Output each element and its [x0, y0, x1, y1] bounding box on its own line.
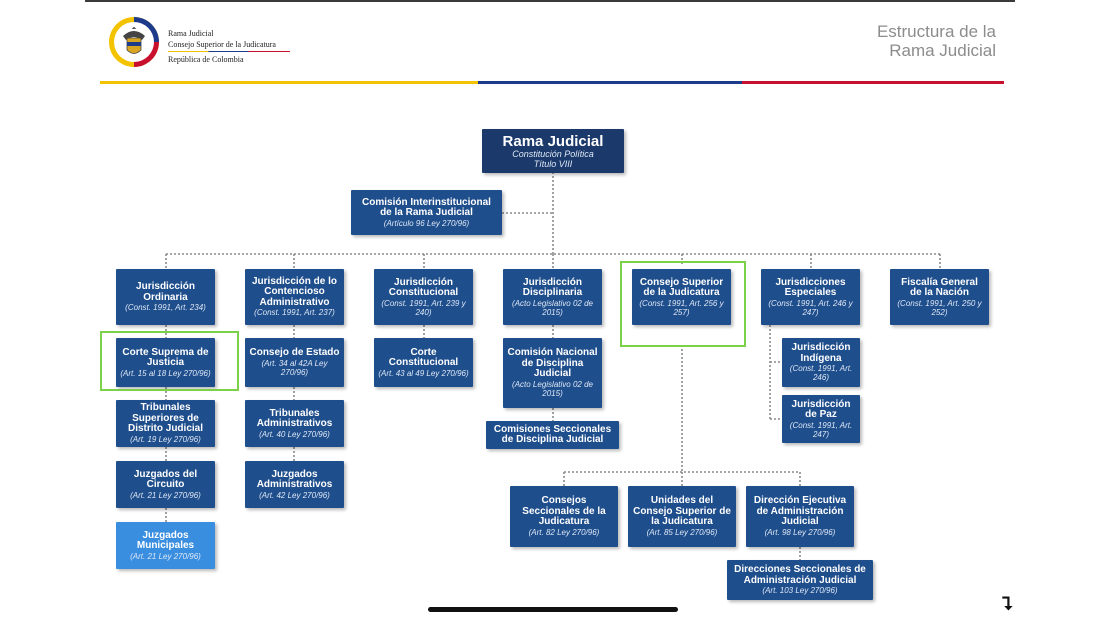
node-subtitle: (Art. 21 Ley 270/96): [130, 490, 201, 500]
node-title: Corte Constitucional: [388, 346, 459, 368]
node-consejo-superior-judicatura: Consejo Superior de la Judicatura (Const…: [632, 269, 731, 325]
node-subtitle: (Const. 1991, Art. 250 y 252): [897, 298, 982, 317]
node-title: Comisión Interinstitucional de la Rama J…: [362, 196, 491, 218]
node-corte-suprema: Corte Suprema de Justicia (Art. 15 al 18…: [116, 338, 215, 387]
node-title: Juzgados Municipales: [136, 529, 195, 551]
node-title: Consejo de Estado: [249, 347, 340, 359]
node-subtitle: (Const. 1991, Art. 237): [254, 308, 335, 318]
node-subtitle: (Acto Legislativo 02 de 2015): [512, 379, 593, 398]
node-direccion-ejecutiva: Dirección Ejecutiva de Administración Ju…: [746, 486, 854, 547]
node-title: Juzgados del Circuito: [133, 468, 198, 490]
node-comision-interinstitucional: Comisión Interinstitucional de la Rama J…: [351, 190, 502, 235]
node-title: Tribunales Administrativos: [256, 407, 333, 429]
node-consejos-seccionales: Consejos Seccionales de la Judicatura (A…: [510, 486, 618, 547]
page-title-line-1: Estructura de la: [876, 22, 996, 41]
org-line-1: Rama Judicial: [168, 29, 214, 38]
node-title: Comisión Nacional de Disciplina Judicial: [507, 347, 598, 380]
flag-color-bar: [100, 81, 1004, 84]
node-direcciones-seccionales: Direcciones Seccionales de Administració…: [727, 560, 873, 600]
node-title: Jurisdicción Disciplinaria: [522, 276, 583, 298]
node-title: Dirección Ejecutiva de Administración Ju…: [753, 495, 847, 528]
node-subtitle: Constitución Política: [512, 149, 594, 159]
node-subtitle: (Art. 34 al 42A Ley 270/96): [261, 358, 328, 377]
flag-underline: [168, 51, 290, 52]
node-subtitle: (Art. 40 Ley 270/96): [259, 429, 330, 439]
node-juzgados-circuito: Juzgados del Circuito (Art. 21 Ley 270/9…: [116, 461, 215, 508]
node-subtitle: (Art. 21 Ley 270/96): [130, 551, 201, 561]
flag-yellow-segment: [100, 81, 478, 84]
node-corte-constitucional: Corte Constitucional (Art. 43 al 49 Ley …: [374, 338, 473, 387]
node-subtitle: (Const. 1991, Art. 239 y 240): [381, 298, 466, 317]
node-subtitle: (Art. 15 al 18 Ley 270/96): [120, 368, 211, 378]
node-tribunales-superiores: Tribunales Superiores de Distrito Judici…: [116, 400, 215, 447]
node-title: Consejo Superior de la Judicatura: [639, 276, 724, 298]
highlight-corte-suprema: [100, 331, 239, 391]
node-comision-nacional-disciplina: Comisión Nacional de Disciplina Judicial…: [503, 338, 602, 408]
node-title: Rama Judicial: [502, 133, 604, 150]
node-subtitle: (Art. 82 Ley 270/96): [528, 527, 600, 537]
node-jurisdicciones-especiales: Jurisdicciones Especiales (Const. 1991, …: [761, 269, 860, 325]
node-title: Tribunales Superiores de Distrito Judici…: [127, 402, 203, 435]
home-indicator: [428, 607, 678, 612]
node-subtitle: (Art. 19 Ley 270/96): [130, 434, 201, 444]
flag-blue-segment: [478, 81, 742, 84]
node-jurisdiccion-contencioso: Jurisdicción de lo Contencioso Administr…: [245, 269, 344, 325]
node-subtitle: (Const. 1991, Art. 256 y 257): [639, 298, 724, 317]
node-jurisdiccion-indigena: Jurisdicción Indígena (Const. 1991, Art.…: [782, 338, 860, 387]
node-title: Juzgados Administrativos: [256, 468, 333, 490]
node-title: Fiscalía General de la Nación: [901, 276, 978, 298]
node-subtitle: (Const. 1991, Art. 247): [789, 420, 853, 439]
node-jurisdiccion-constitucional: Jurisdicción Constitucional (Const. 1991…: [374, 269, 473, 325]
node-jurisdiccion-de-paz: Jurisdicción de Paz (Const. 1991, Art. 2…: [782, 395, 860, 443]
node-jurisdiccion-disciplinaria: Jurisdicción Disciplinaria (Acto Legisla…: [503, 269, 602, 325]
highlight-consejo-superior: [620, 261, 746, 347]
node-juzgados-municipales: Juzgados Municipales (Art. 21 Ley 270/96…: [116, 522, 215, 569]
coat-of-arms-icon: [109, 17, 159, 67]
node-fiscalia-general: Fiscalía General de la Nación (Const. 19…: [890, 269, 989, 325]
node-jurisdiccion-ordinaria: Jurisdicción Ordinaria (Const. 1991, Art…: [116, 269, 215, 325]
node-subtitle: (Const. 1991, Art. 234): [125, 303, 206, 312]
page-title-line-2: Rama Judicial: [889, 41, 996, 60]
node-juzgados-administrativos: Juzgados Administrativos (Art. 42 Ley 27…: [245, 461, 344, 508]
node-subtitle: (Art. 103 Ley 270/96): [762, 586, 838, 595]
node-title: Consejos Seccionales de la Judicatura: [522, 495, 606, 528]
node-title: Jurisdicción de lo Contencioso Administr…: [251, 275, 338, 308]
org-line-2: Consejo Superior de la Judicatura: [168, 40, 276, 49]
node-subtitle: (Const. 1991, Art. 246 y 247): [768, 298, 853, 317]
node-subtitle: (Art. 85 Ley 270/96): [646, 527, 718, 537]
node-unidades-consejo-superior: Unidades del Consejo Superior de la Judi…: [628, 486, 736, 547]
node-subtitle: (Artículo 96 Ley 270/96): [383, 218, 470, 228]
node-rama-judicial: Rama Judicial Constitución Política Títu…: [482, 129, 624, 173]
node-title: Jurisdicción de Paz: [791, 398, 851, 420]
node-subtitle: (Art. 42 Ley 270/96): [259, 490, 330, 500]
node-title: Corte Suprema de Justicia: [122, 346, 209, 368]
page-title: Estructura de la Rama Judicial: [877, 22, 996, 60]
node-subtitle: (Art. 98 Ley 270/96): [764, 527, 836, 537]
node-title: Jurisdicción Ordinaria: [136, 281, 195, 303]
node-title: Jurisdicciones Especiales: [775, 276, 846, 298]
node-subtitle: (Art. 43 al 49 Ley 270/96): [378, 368, 469, 378]
node-subtitle: Título VIII: [533, 158, 573, 169]
node-title: Unidades del Consejo Superior de la Judi…: [633, 495, 731, 528]
flag-red-segment: [742, 81, 1004, 84]
corner-mark-icon: ⮧: [1002, 594, 1013, 614]
node-title: Direcciones Seccionales de Administració…: [734, 564, 866, 586]
node-tribunales-administrativos: Tribunales Administrativos (Art. 40 Ley …: [245, 400, 344, 447]
organization-name: Rama Judicial Consejo Superior de la Jud…: [168, 28, 290, 65]
org-line-3: República de Colombia: [168, 55, 244, 64]
node-title: Jurisdicción Constitucional: [388, 276, 459, 298]
node-title: Comisiones Seccionales de Disciplina Jud…: [493, 423, 612, 445]
top-border-line: [85, 0, 1015, 2]
node-subtitle: (Acto Legislativo 02 de 2015): [512, 298, 593, 317]
node-title: Jurisdicción Indígena: [791, 342, 851, 364]
node-consejo-de-estado: Consejo de Estado (Art. 34 al 42A Ley 27…: [245, 338, 344, 387]
node-subtitle: (Const. 1991, Art. 246): [789, 364, 853, 382]
node-comisiones-seccionales-disciplina: Comisiones Seccionales de Disciplina Jud…: [486, 421, 619, 449]
